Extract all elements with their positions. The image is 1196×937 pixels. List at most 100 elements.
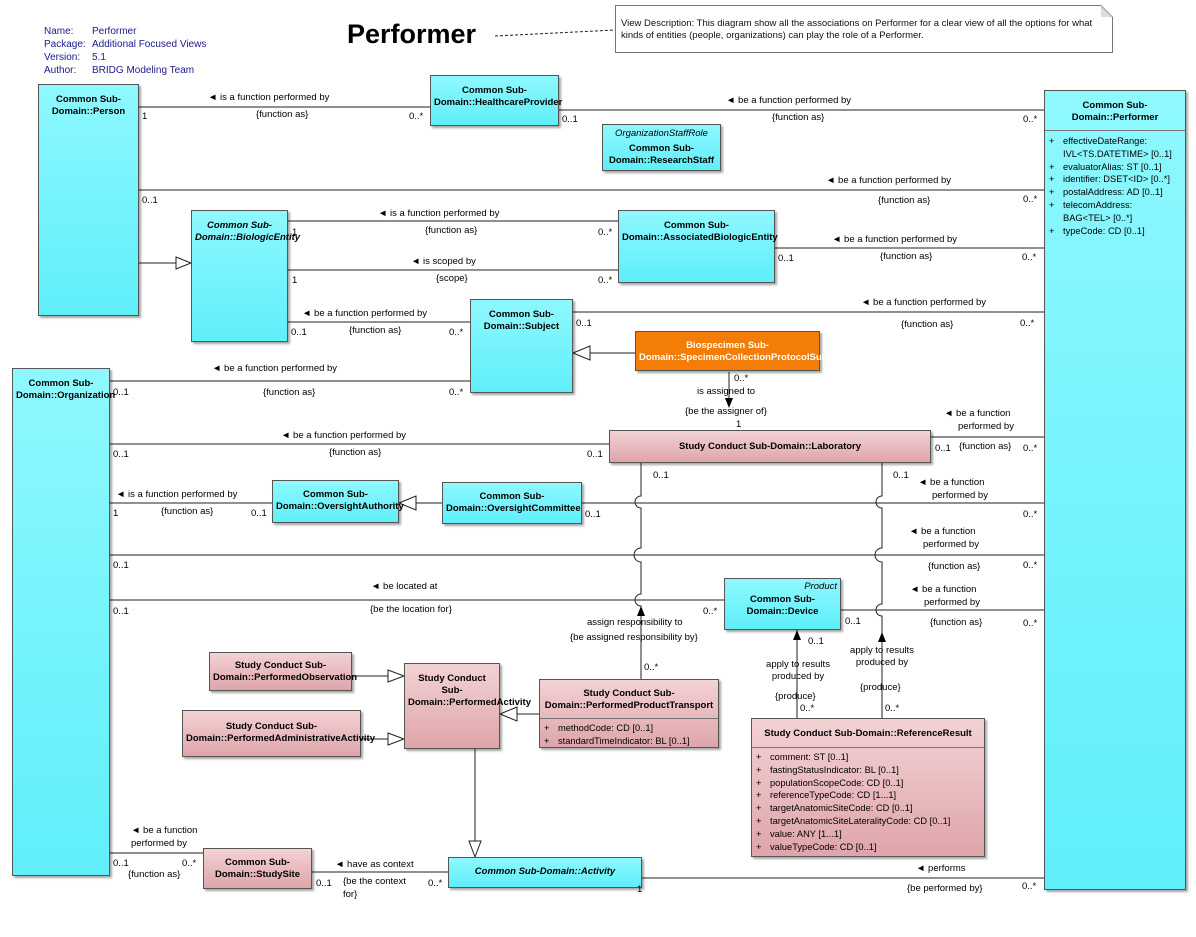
class-biologic-entity-name: Common Sub-Domain::BiologicEntity bbox=[195, 220, 301, 243]
arrow-left-icon: ◄ bbox=[826, 175, 836, 186]
note-fold-corner bbox=[1101, 5, 1113, 17]
mult-lab-transport-0n: 0..* bbox=[644, 662, 659, 673]
class-subject[interactable]: Common Sub-Domain::Subject bbox=[470, 299, 573, 393]
class-performed-product-transport[interactable]: Study Conduct Sub-Domain::PerformedProdu… bbox=[539, 679, 719, 748]
class-oversight-authority[interactable]: Common Sub-Domain::OversightAuthority bbox=[272, 480, 404, 523]
class-activity-name: Common Sub-Domain::Activity bbox=[474, 866, 616, 877]
class-performed-activity[interactable]: Study Conduct Sub-Domain::PerformedActiv… bbox=[404, 663, 531, 749]
label-site-activity-inverse: {be the context bbox=[343, 876, 406, 887]
label-text: apply to results bbox=[850, 645, 914, 656]
attribute-row[interactable]: +effectiveDateRange: IVL<TS.DATETIME> [0… bbox=[1049, 135, 1181, 161]
label-oc-performer-role: ◄ be a function bbox=[918, 477, 984, 489]
mult-org-device-01: 0..1 bbox=[113, 606, 129, 617]
attribute-text: fastingStatusIndicator: BL [0..1] bbox=[770, 764, 899, 775]
label-device-performer-role2: performed by bbox=[924, 597, 980, 608]
class-study-site-name: Common Sub-Domain::StudySite bbox=[215, 857, 300, 880]
mult-subject-performer-01: 0..1 bbox=[576, 318, 592, 329]
class-organization[interactable]: Common Sub-Domain::Organization bbox=[12, 368, 115, 876]
attribute-text: methodCode: CD [0..1] bbox=[558, 723, 654, 733]
attribute-text: referenceTypeCode: CD [1...1] bbox=[770, 790, 897, 801]
class-performer[interactable]: Common Sub-Domain::Performer +effectiveD… bbox=[1044, 90, 1186, 890]
label-org-site-role2: performed by bbox=[131, 838, 187, 849]
label-text: produced by bbox=[855, 657, 909, 668]
gen-arrow-performedactivity-3 bbox=[498, 706, 518, 722]
attribute-row[interactable]: +value: ANY [1...1] bbox=[756, 828, 980, 841]
attribute-row[interactable]: +valueTypeCode: CD [0..1] bbox=[756, 841, 980, 854]
arrow-left-icon: ◄ bbox=[918, 477, 928, 488]
attribute-row[interactable]: +referenceTypeCode: CD [1...1] bbox=[756, 789, 980, 802]
attribute-row[interactable]: +targetAnatomicSiteLateralityCode: CD [0… bbox=[756, 815, 980, 828]
public-visibility-icon: + bbox=[756, 752, 762, 762]
mult-oc-performer-01: 0..1 bbox=[585, 509, 601, 520]
label-org-lab-function: {function as} bbox=[329, 447, 382, 458]
class-reference-result[interactable]: Study Conduct Sub-Domain::ReferenceResul… bbox=[751, 718, 985, 857]
attribute-row[interactable]: +standardTimeIndicator: BL [0..1] bbox=[544, 735, 714, 748]
class-specimen-subject-name: Biospecimen Sub-Domain::SpecimenCollecti… bbox=[639, 340, 844, 363]
class-performed-administrative-activity[interactable]: Study Conduct Sub-Domain::PerformedAdmin… bbox=[182, 710, 375, 757]
attribute-row[interactable]: +identifier: DSET<ID> [0..*] bbox=[1049, 173, 1181, 186]
public-visibility-icon: + bbox=[1049, 199, 1055, 210]
arrow-left-icon: ◄ bbox=[281, 430, 291, 441]
class-research-staff-stereotype: OrganizationStaffRole bbox=[615, 128, 708, 139]
mult-org-oa-1: 1 bbox=[113, 508, 119, 519]
class-performed-observation[interactable]: Study Conduct Sub-Domain::PerformedObser… bbox=[209, 652, 357, 691]
label-lab-ref-produce: {produce} bbox=[860, 682, 901, 693]
attribute-text: comment: ST [0..1] bbox=[770, 752, 849, 762]
label-text: produced by bbox=[771, 671, 825, 682]
meta-version-label: Version: bbox=[44, 52, 81, 63]
label-text: be a function performed by bbox=[873, 297, 987, 308]
class-study-site[interactable]: Common Sub-Domain::StudySite bbox=[203, 848, 312, 889]
mult-org-subject-0n: 0..* bbox=[449, 387, 464, 398]
attribute-text: targetAnatomicSiteCode: CD [0..1] bbox=[770, 803, 913, 814]
attribute-row[interactable]: +targetAnatomicSiteCode: CD [0..1] bbox=[756, 802, 980, 815]
label-text: be located at bbox=[383, 581, 438, 592]
class-research-staff[interactable]: OrganizationStaffRole Common Sub-Domain:… bbox=[602, 124, 721, 171]
class-device[interactable]: Product Common Sub-Domain::Device bbox=[724, 578, 841, 630]
class-research-staff-name: Common Sub-Domain::ResearchStaff bbox=[608, 143, 715, 166]
label-bio-scope: {scope} bbox=[436, 273, 468, 284]
public-visibility-icon: + bbox=[544, 735, 550, 746]
mult-assoc-performer-0n: 0..* bbox=[1022, 252, 1037, 263]
class-laboratory-name: Study Conduct Sub-Domain::Laboratory bbox=[678, 441, 862, 452]
class-oversight-committee[interactable]: Common Sub-Domain::OversightCommittee bbox=[442, 482, 582, 524]
class-subject-name: Common Sub-Domain::Subject bbox=[483, 309, 560, 332]
mult-activity-performer-1: 1 bbox=[637, 884, 643, 895]
attribute-row[interactable]: +typeCode: CD [0..1] bbox=[1049, 225, 1181, 238]
arrow-left-icon: ◄ bbox=[916, 863, 926, 874]
class-associated-biologic-entity[interactable]: Common Sub-Domain::AssociatedBiologicEnt… bbox=[618, 210, 778, 283]
label-text: be a function bbox=[143, 825, 198, 836]
mult-device-ref-01: 0..1 bbox=[808, 636, 824, 647]
label-text: be a function bbox=[921, 526, 976, 537]
label-subject-performer-function: {function as} bbox=[901, 319, 954, 330]
attribute-row[interactable]: +fastingStatusIndicator: BL [0..1] bbox=[756, 764, 980, 777]
mult-site-activity-01: 0..1 bbox=[316, 878, 332, 889]
attribute-row[interactable]: + comment: ST [0..1] bbox=[756, 751, 980, 764]
attribute-row[interactable]: +methodCode: CD [0..1] bbox=[544, 722, 714, 735]
attribute-row[interactable]: +populationScopeCode: CD [0..1] bbox=[756, 777, 980, 790]
class-laboratory[interactable]: Study Conduct Sub-Domain::Laboratory bbox=[609, 430, 931, 463]
label-person-hp-role: ◄ is a function performed by bbox=[208, 92, 329, 104]
arrow-left-icon: ◄ bbox=[371, 581, 381, 592]
label-hp-performer-role: ◄ be a function performed by bbox=[726, 95, 851, 107]
class-activity[interactable]: Common Sub-Domain::Activity bbox=[448, 857, 642, 888]
arrow-left-icon: ◄ bbox=[378, 208, 388, 219]
mult-subject-performer-0n: 0..* bbox=[1020, 318, 1035, 329]
label-bio-subject-role: ◄ be a function performed by bbox=[302, 308, 427, 320]
class-healthcare-provider[interactable]: Common Sub-Domain::HealthcareProvider bbox=[430, 75, 562, 126]
attribute-row[interactable]: +evaluatorAlias: ST [0..1] bbox=[1049, 161, 1181, 174]
class-person[interactable]: Common Sub-Domain::Person bbox=[38, 84, 139, 316]
view-description-note[interactable]: View Description: This diagram show all … bbox=[615, 5, 1113, 53]
label-text: be a function bbox=[930, 477, 985, 488]
meta-name: Performer bbox=[92, 26, 137, 37]
class-biologic-entity[interactable]: Common Sub-Domain::BiologicEntity bbox=[191, 210, 301, 342]
label-device-performer-role: ◄ be a function bbox=[910, 584, 976, 596]
label-org-subject-function: {function as} bbox=[263, 387, 316, 398]
attribute-row[interactable]: +postalAddress: AD [0..1] bbox=[1049, 186, 1181, 199]
label-org-oa-function: {function as} bbox=[161, 506, 214, 517]
mult-bio-subject-01: 0..1 bbox=[291, 327, 307, 338]
label-bio-assoc-role: ◄ is a function performed by bbox=[378, 208, 499, 220]
class-specimen-collection-protocol-subject[interactable]: Biospecimen Sub-Domain::SpecimenCollecti… bbox=[635, 331, 844, 371]
attribute-row[interactable]: +telecomAddress: BAG<TEL> [0..*] bbox=[1049, 199, 1181, 225]
class-performed-activity-name: Study Conduct Sub-Domain::PerformedActiv… bbox=[408, 673, 531, 708]
